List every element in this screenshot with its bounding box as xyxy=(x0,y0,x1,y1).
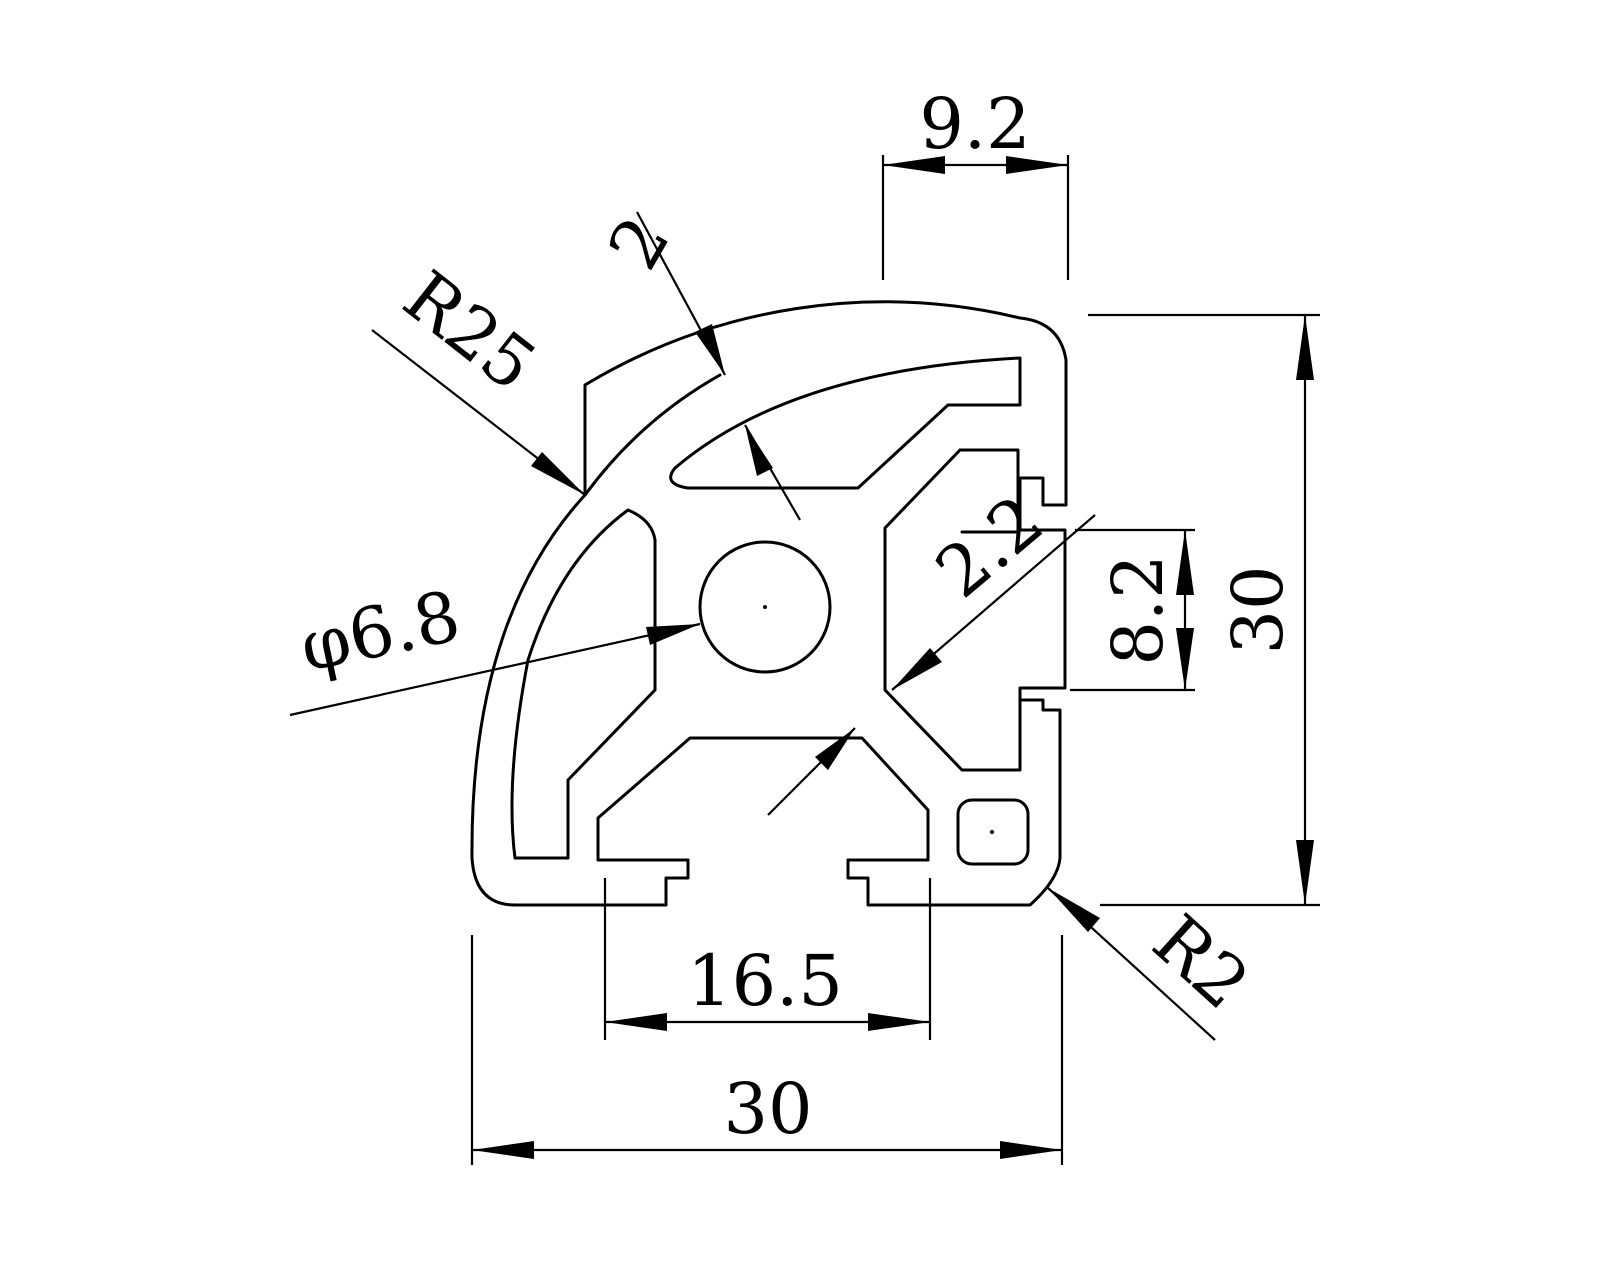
label-slot-width: 16.5 xyxy=(687,940,843,1022)
arrow-92-right xyxy=(1006,156,1068,174)
right-slot-pocket xyxy=(958,448,1020,534)
arrow-wall-top xyxy=(695,324,725,375)
outer-arc xyxy=(583,373,722,497)
small-square-hole xyxy=(956,798,1030,866)
arrow-165-right xyxy=(868,1013,930,1031)
small-square-mark xyxy=(990,830,994,834)
profile-outline xyxy=(470,300,1068,907)
arrow-22 xyxy=(892,648,942,690)
top-curved-pocket xyxy=(669,356,1022,490)
dimension-lines xyxy=(289,155,1320,1165)
arrow-82-top xyxy=(1176,530,1194,595)
label-slot-depth: 2.2 xyxy=(921,479,1059,613)
center-hole xyxy=(698,540,832,674)
left-curved-pocket xyxy=(510,508,657,860)
arrow-30h-right xyxy=(1000,1141,1062,1159)
arrow-92-left xyxy=(883,156,945,174)
label-width: 30 xyxy=(723,1068,812,1150)
label-height: 30 xyxy=(1217,565,1299,654)
arrow-r2 xyxy=(1048,888,1100,932)
arrow-165-left xyxy=(605,1013,667,1031)
label-slot-opening: 8.2 xyxy=(1097,554,1179,665)
label-radius-large: R25 xyxy=(389,255,551,407)
center-hole-mark xyxy=(763,605,767,609)
label-diameter: φ6.8 xyxy=(293,575,467,689)
leader-phi xyxy=(289,622,701,717)
arrow-wall-bottom xyxy=(815,728,855,770)
right-slot-inner xyxy=(883,448,1022,772)
label-radius-small: R2 xyxy=(1137,899,1264,1025)
arrow-30h-left xyxy=(472,1141,534,1159)
label-top-width: 9.2 xyxy=(919,83,1030,165)
arrow-phi xyxy=(646,624,700,645)
arrow-30v-top xyxy=(1296,315,1314,380)
arrow-wall-inner xyxy=(745,425,773,476)
outer-contour xyxy=(470,300,1068,907)
arrow-82-bottom xyxy=(1176,628,1194,690)
arrow-r25 xyxy=(531,452,585,495)
dimension-labels: 9.2 2 R25 φ6.8 2.2 8.2 30 16.5 30 R2 xyxy=(293,83,1299,1150)
arrow-30v-bottom xyxy=(1296,840,1314,905)
